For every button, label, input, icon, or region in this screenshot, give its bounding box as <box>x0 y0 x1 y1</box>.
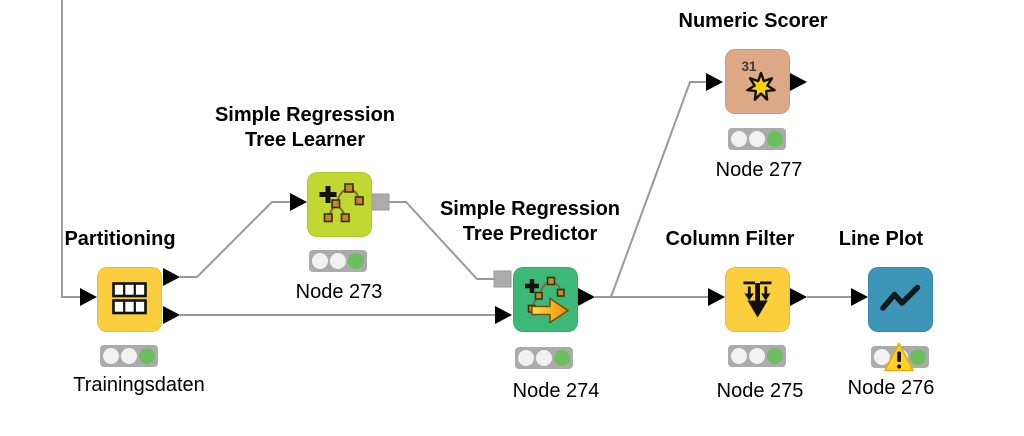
status-dot-idle <box>874 349 890 365</box>
node-label-tree-predictor[interactable]: Node 274 <box>512 380 600 402</box>
node-label-line-plot[interactable]: Node 276 <box>847 377 935 399</box>
status-traffic-light <box>515 347 573 369</box>
status-traffic-light <box>728 345 786 367</box>
node-label-partitioning[interactable]: Trainingsdaten <box>73 374 205 396</box>
status-traffic-light <box>728 128 786 150</box>
node-title-partitioning[interactable]: Partitioning <box>64 228 176 250</box>
partition-table-icon <box>112 282 147 315</box>
status-dot-executed <box>554 350 570 366</box>
status-dot-idle <box>103 348 119 364</box>
node-label-tree-learner[interactable]: Node 273 <box>295 281 383 303</box>
node-line-plot[interactable] <box>868 267 933 332</box>
node-title-numeric-scorer[interactable]: Numeric Scorer <box>678 10 828 32</box>
connection-partitioning-learner[interactable] <box>180 201 290 278</box>
status-dot-executed <box>348 253 364 269</box>
node-title-tree-predictor[interactable]: Simple Regression Tree Predictor <box>439 198 621 245</box>
status-dot-idle <box>518 350 534 366</box>
status-dot-idle <box>731 131 747 147</box>
output-port[interactable] <box>578 288 595 306</box>
output-port[interactable] <box>163 268 180 286</box>
status-dot-idle <box>749 348 765 364</box>
warning-icon <box>884 342 914 372</box>
status-dot-idle <box>330 253 346 269</box>
status-dot-executed <box>910 349 926 365</box>
status-dot-idle <box>749 131 765 147</box>
node-title-column-filter[interactable]: Column Filter <box>665 228 795 250</box>
node-title-tree-learner[interactable]: Simple Regression Tree Learner <box>214 104 396 151</box>
model-output-port[interactable] <box>371 193 390 211</box>
column-filter-icon <box>743 281 772 318</box>
status-dot-idle <box>121 348 137 364</box>
node-title-line-plot[interactable]: Line Plot <box>838 228 924 250</box>
input-port[interactable] <box>80 288 97 306</box>
status-dot-idle <box>731 348 747 364</box>
regression-tree-icon <box>319 183 364 223</box>
input-port[interactable] <box>708 288 725 306</box>
output-port[interactable] <box>790 73 807 91</box>
connection-incoming[interactable] <box>61 0 80 298</box>
status-dot-idle <box>312 253 328 269</box>
status-dot-executed <box>139 348 155 364</box>
regression-tree-predictor-icon <box>525 276 570 324</box>
node-label-numeric-scorer[interactable]: Node 277 <box>715 159 803 181</box>
output-port[interactable] <box>163 306 180 324</box>
model-input-port[interactable] <box>493 270 512 288</box>
node-numeric-scorer[interactable]: 31 <box>725 49 790 114</box>
input-port[interactable] <box>706 73 723 91</box>
status-dot-idle <box>536 350 552 366</box>
node-column-filter[interactable] <box>725 267 790 332</box>
scorer-star-icon: 31 <box>741 59 776 101</box>
line-plot-icon <box>880 284 921 311</box>
status-dot-executed <box>767 131 783 147</box>
status-dot-executed <box>767 348 783 364</box>
status-traffic-light <box>100 345 158 367</box>
predict-arrow <box>531 297 570 324</box>
input-port[interactable] <box>290 193 307 211</box>
output-port[interactable] <box>790 288 807 306</box>
node-tree-learner[interactable] <box>307 172 372 237</box>
scorer-badge: 31 <box>741 59 757 74</box>
status-traffic-light <box>309 250 367 272</box>
node-label-column-filter[interactable]: Node 275 <box>716 380 804 402</box>
connection-learner-predictor[interactable] <box>389 201 494 280</box>
input-port[interactable] <box>851 288 868 306</box>
input-port[interactable] <box>495 306 512 324</box>
connection-predictor-scorer[interactable] <box>595 81 706 298</box>
node-tree-predictor[interactable] <box>513 267 578 332</box>
node-partitioning[interactable] <box>97 267 162 332</box>
